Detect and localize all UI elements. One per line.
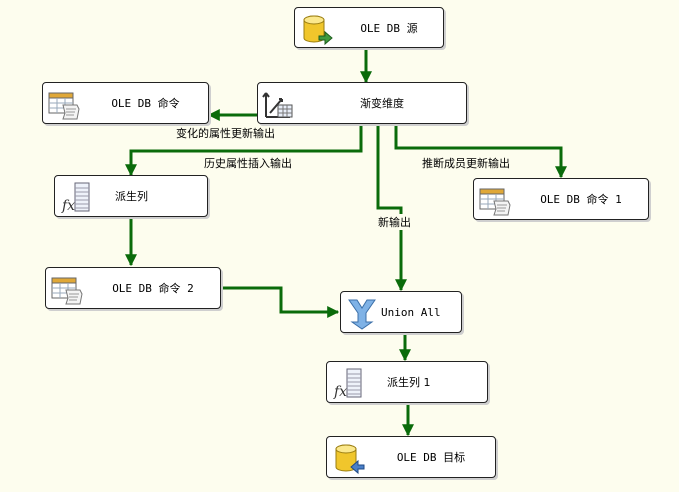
node-ole-db-source[interactable]: OLE DB 源: [294, 7, 444, 48]
node-label: OLE DB 命令 1: [540, 193, 622, 206]
derived-column-icon: fx: [59, 180, 93, 214]
path-label-historical-attr: 历史属性插入输出: [204, 157, 292, 170]
node-label: 派生列: [115, 190, 148, 203]
node-label: OLE DB 源: [360, 21, 418, 35]
node-label: OLE DB 命令 2: [112, 282, 194, 295]
node-ole-db-command[interactable]: OLE DB 命令: [42, 82, 209, 124]
svg-text:fx: fx: [61, 198, 75, 214]
path-scd-to-union[interactable]: [376, 124, 407, 292]
node-derived-column-1[interactable]: fx 派生列 1: [326, 361, 488, 403]
derived-column-icon: fx: [331, 366, 365, 400]
node-label: Union All: [381, 305, 441, 319]
node-label: OLE DB 命令: [111, 97, 180, 110]
node-ole-db-command-2[interactable]: OLE DB 命令 2: [45, 267, 221, 309]
svg-text:fx: fx: [333, 384, 347, 400]
path-label-changing-attr: 变化的属性更新输出: [176, 127, 275, 140]
union-all-icon: [345, 296, 379, 330]
node-derived-column[interactable]: fx 派生列: [54, 175, 208, 217]
node-ole-db-command-1[interactable]: OLE DB 命令 1: [473, 178, 649, 220]
ole-db-command-icon: [50, 272, 84, 306]
ole-db-command-icon: [47, 87, 81, 121]
database-source-icon: [299, 12, 333, 46]
node-label: OLE DB 目标: [396, 451, 466, 464]
path-scd-to-cmd1[interactable]: [394, 124, 567, 179]
node-label: 派生列 1: [387, 376, 431, 389]
path-label-inferred-member: 推断成员更新输出: [422, 157, 510, 170]
node-slowly-changing-dimension[interactable]: 渐变维度: [257, 82, 467, 124]
database-destination-icon: [331, 441, 365, 475]
slowly-changing-dimension-icon: [262, 87, 296, 121]
node-union-all[interactable]: Union All: [340, 291, 462, 333]
node-label: 渐变维度: [360, 97, 404, 110]
path-scd-to-derived[interactable]: [125, 124, 363, 177]
node-ole-db-destination[interactable]: OLE DB 目标: [326, 436, 496, 478]
path-cmd2-to-union[interactable]: [221, 286, 340, 318]
ole-db-command-icon: [478, 183, 512, 217]
path-label-new-output: 新输出: [378, 214, 411, 230]
